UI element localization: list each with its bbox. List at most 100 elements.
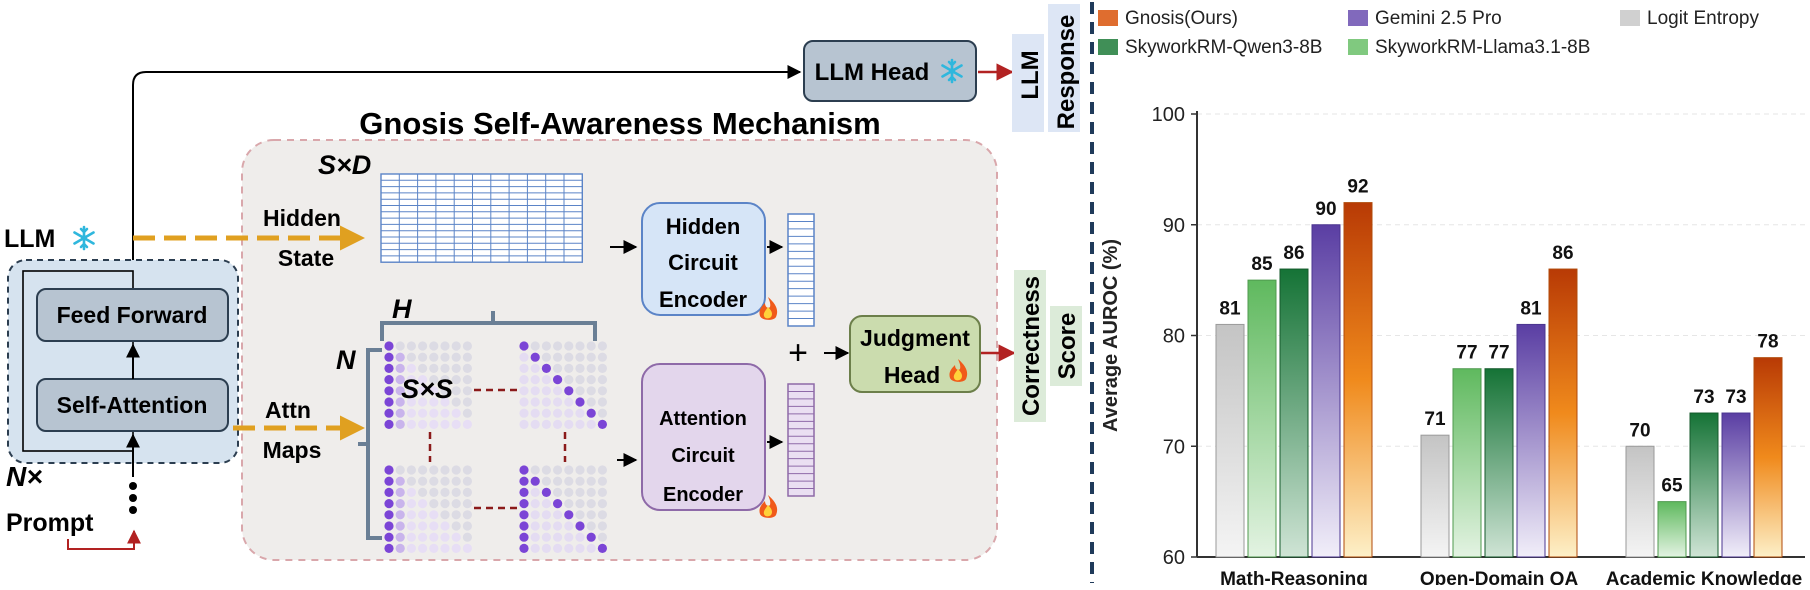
attention-dot [553,408,563,418]
hidden-circuit-encoder [641,202,766,316]
attention-dot [586,363,596,373]
attention-dot [462,363,472,373]
attention-dot [451,341,461,351]
attention-dot [395,521,405,531]
attention-dot [406,499,416,509]
bar [1215,323,1245,558]
attention-dot [586,465,596,475]
attention-dot [519,375,529,385]
attention-dot [429,543,439,554]
attention-dot [530,386,540,396]
attention-dot [395,363,405,373]
n-times-label: N× [6,461,43,492]
attention-dot [429,499,439,509]
attention-dot [440,341,450,351]
attention-dot [429,408,439,418]
attention-dot [384,465,394,475]
bar [1657,501,1687,558]
attention-dot [597,397,608,407]
h-label: H [392,294,412,324]
bar [1247,279,1277,558]
attn-label-1: Attn [265,397,311,423]
bar-value-label: 86 [1283,243,1304,264]
attention-dot [462,476,472,486]
attention-dot [451,363,461,373]
attention-dot [586,386,596,396]
attention-dot [597,532,608,542]
attention-dot [530,352,540,362]
attention-dot [384,419,394,429]
attention-dot [418,532,428,542]
attention-dot [564,532,574,542]
attention-dot [519,499,529,509]
bar [1343,202,1373,558]
attention-dot [440,532,450,542]
bar-value-label: 92 [1347,177,1368,198]
attention-dot [575,386,585,396]
bar-value-label: 90 [1315,199,1336,220]
attention-dot [462,487,472,497]
attention-dot [406,487,416,497]
attention-dot [440,543,450,554]
h-bracket [380,321,597,341]
attention-dot [440,510,450,520]
attention-dot [564,408,574,418]
attention-dot [564,543,574,554]
attention-dot [564,487,574,497]
attention-dot [553,375,563,385]
attention-dot [451,419,461,429]
attention-dot [553,419,563,429]
attention-dot [406,386,416,396]
attention-dot [541,408,552,418]
attention-dot [395,408,405,418]
attention-dot [451,543,461,554]
attention-dot [564,363,574,373]
response-side-label-1: LLM [1017,50,1044,99]
attention-dot [530,465,540,475]
attention-dot [418,352,428,362]
attention-dot [451,465,461,475]
attention-dot [553,521,563,531]
attention-dot [418,476,428,486]
attention-dot [384,363,394,373]
attention-dot [541,419,552,429]
attention-dot [553,465,563,475]
attention-dot [462,341,472,351]
attention-dot [553,352,563,362]
attention-dot [530,499,540,509]
y-tick-label: 90 [1163,215,1185,237]
attention-dot [564,341,574,351]
attention-dot [575,521,585,531]
attention-dot [395,499,405,509]
attention-dot [462,375,472,385]
attention-dot [451,499,461,509]
attention-dot [418,363,428,373]
attn-label-2: Maps [263,437,322,463]
attention-dot [440,375,450,385]
bar-value-label: 81 [1219,298,1241,319]
bar-value-label: 77 [1456,343,1477,364]
attention-dot [553,386,563,396]
attention-dot [406,375,416,385]
attention-dot [597,352,608,362]
bar-value-label: 86 [1552,243,1573,264]
n-label: N [336,345,356,375]
self-attention-label: Self-Attention [57,392,208,418]
bar [1516,323,1546,558]
attention-dot [519,341,529,351]
attention-dot [406,510,416,520]
attention-dot [462,465,472,475]
feed-forward-label: Feed Forward [57,302,208,328]
attn-encoder-label-3: Encoder [663,484,743,506]
gnosis-diagram: Gnosis Self-Awareness Mechanism Feed For… [4,4,1082,561]
attention-dot [451,487,461,497]
attention-dot [586,408,596,418]
attention-dot [429,465,439,475]
bar [1484,368,1514,558]
attention-dot [575,499,585,509]
attention-dot [451,386,461,396]
attention-dot [440,476,450,486]
attention-dot [440,419,450,429]
hidden-label-2: State [278,245,334,271]
attention-dot [429,341,439,351]
